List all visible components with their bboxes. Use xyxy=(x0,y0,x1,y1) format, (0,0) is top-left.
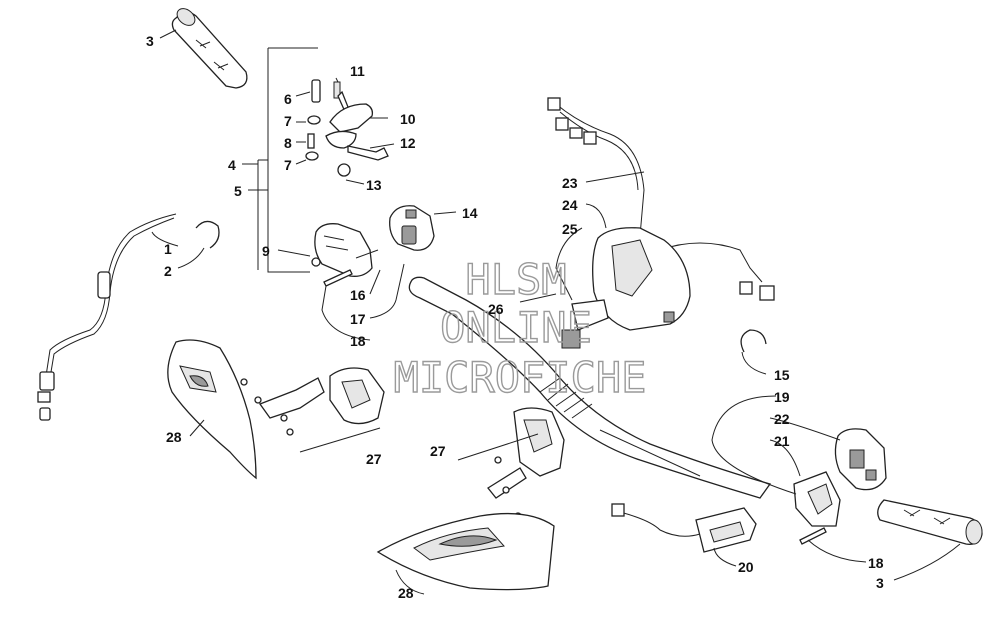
handlebar xyxy=(408,276,772,499)
left-hand-grip xyxy=(171,8,248,89)
callout-13: 13 xyxy=(366,177,382,193)
hand-guard-right xyxy=(376,512,555,591)
callout-12: 12 xyxy=(400,135,416,151)
throttle-housing xyxy=(311,223,379,287)
callout-3-bottom: 3 xyxy=(876,575,884,591)
callout-2: 2 xyxy=(164,263,172,279)
switch-housing-left xyxy=(389,205,435,251)
guard-mount-bracket-center xyxy=(457,407,565,520)
cable-clip-ring xyxy=(195,220,220,249)
callout-14: 14 xyxy=(462,205,478,221)
callout-7-upper: 7 xyxy=(284,113,292,129)
callout-23: 23 xyxy=(562,175,578,191)
guard-mount-bracket-left xyxy=(240,367,385,453)
callout-25: 25 xyxy=(562,221,578,237)
leader-lines xyxy=(151,29,961,595)
callout-26: 26 xyxy=(488,301,504,317)
heater-harness xyxy=(611,503,757,553)
callout-24: 24 xyxy=(562,197,578,213)
callout-27-center: 27 xyxy=(430,443,446,459)
callout-17: 17 xyxy=(350,311,366,327)
watermark-line-1: HLSM xyxy=(465,255,566,304)
callout-22: 22 xyxy=(774,411,790,427)
watermark-line-2: ONLINE xyxy=(440,303,592,352)
bracket-lines-4-5 xyxy=(257,47,318,273)
callout-18-left: 18 xyxy=(350,333,366,349)
callout-21: 21 xyxy=(774,433,790,449)
callout-28-left: 28 xyxy=(166,429,182,445)
callout-6: 6 xyxy=(284,91,292,107)
callout-5: 5 xyxy=(234,183,242,199)
throttle-lever-assembly xyxy=(305,79,389,177)
hand-guard-left xyxy=(167,339,257,480)
callout-28-bottom: 28 xyxy=(398,585,414,601)
throttle-cable xyxy=(37,213,177,421)
callout-15: 15 xyxy=(774,367,790,383)
callout-27-left: 27 xyxy=(366,451,382,467)
hand-warmer-control-housing xyxy=(561,227,691,349)
right-hand-grip xyxy=(877,499,983,545)
callout-19: 19 xyxy=(774,389,790,405)
clip-ring-right xyxy=(740,329,767,353)
callout-11: 11 xyxy=(350,63,365,79)
callout-18-right: 18 xyxy=(868,555,884,571)
callout-16: 16 xyxy=(350,287,366,303)
watermark-line-3: MICROFICHE xyxy=(394,353,647,402)
callout-labels: 3 1 2 4 5 6 7 8 7 9 11 10 12 13 14 16 17… xyxy=(146,33,884,601)
callout-9: 9 xyxy=(262,243,270,259)
callout-8: 8 xyxy=(284,135,292,151)
switch-housing-right xyxy=(834,428,887,491)
callout-4: 4 xyxy=(228,157,236,173)
callout-20: 20 xyxy=(738,559,754,575)
callout-3-top: 3 xyxy=(146,33,154,49)
mount-bracket-right xyxy=(793,471,841,545)
watermark: HLSM ONLINE MICROFICHE xyxy=(393,254,647,402)
callout-1: 1 xyxy=(164,241,172,257)
callout-10: 10 xyxy=(400,111,416,127)
callout-7-lower: 7 xyxy=(284,157,292,173)
